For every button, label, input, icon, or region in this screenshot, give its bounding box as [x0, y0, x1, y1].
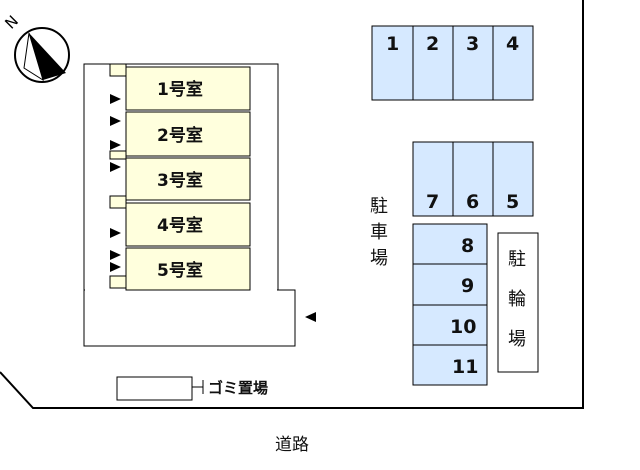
parking-space-2	[412, 25, 454, 101]
bicycle-parking-label-char: 輪	[508, 289, 526, 310]
room-2-label: 2号室	[157, 125, 203, 146]
parking-space-3	[452, 25, 494, 101]
parking-space-11-label: 11	[452, 356, 478, 378]
parking-space-10-label: 10	[450, 316, 476, 338]
parking-space-4	[492, 25, 534, 101]
building-lower-outline	[83, 289, 296, 347]
parking-space-10	[412, 304, 488, 346]
parking-space-6-label: 6	[466, 191, 479, 213]
parking-space-3-label: 3	[466, 33, 479, 55]
parking-space-5	[492, 141, 534, 217]
trash-area-box	[116, 376, 193, 401]
parking-space-2-label: 2	[426, 33, 439, 55]
parking-space-1-label: 1	[386, 33, 399, 55]
door-stub	[109, 63, 127, 77]
parking-label-char: 駐	[370, 196, 388, 217]
bicycle-parking-area	[497, 232, 539, 373]
north-arrow-compass-icon	[29, 33, 66, 80]
door-stub	[109, 195, 127, 209]
room-4	[125, 202, 251, 247]
room-4-label: 4号室	[157, 215, 203, 236]
entrance-arrow-icon	[110, 262, 121, 272]
room-5	[125, 247, 251, 291]
parking-space-4-label: 4	[506, 33, 519, 55]
room-3-label: 3号室	[157, 170, 203, 191]
entrance-arrow-icon	[110, 116, 121, 126]
side-entrance-arrow-icon	[305, 312, 316, 322]
parking-top-row: 1 2 3 4	[371, 25, 534, 101]
parking-space-9	[412, 263, 488, 306]
building: 1号室 2号室 3号室 4号室 5号室	[83, 63, 316, 347]
entrance-arrow-icon	[110, 162, 121, 172]
parking-space-8	[412, 223, 488, 265]
door-stub	[109, 275, 127, 289]
property-boundary	[0, 0, 584, 409]
entrance-arrow-icon	[110, 228, 121, 238]
parking-label-char: 車	[370, 222, 388, 243]
parking-space-6	[452, 141, 494, 217]
compass: N	[1, 12, 70, 83]
trash-label: ゴミ置場	[208, 379, 268, 397]
bicycle-parking: 駐 輪 場	[497, 232, 539, 373]
trash-area: ゴミ置場	[116, 376, 268, 401]
parking-middle-row: 7 6 5	[412, 141, 534, 217]
parking-space-8-label: 8	[461, 235, 474, 257]
entrance-arrow-icon	[110, 250, 121, 260]
bicycle-parking-label-char: 駐	[508, 249, 526, 270]
entrance-arrow-icon	[110, 94, 121, 104]
parking-space-11	[412, 344, 488, 386]
room-5-label: 5号室	[157, 260, 203, 281]
parking-right-column: 8 9 10 11	[412, 223, 488, 386]
room-2	[125, 111, 251, 157]
compass-north-label: N	[1, 12, 22, 33]
parking-label: 駐 車 場	[370, 196, 388, 269]
room-1-label: 1号室	[157, 79, 203, 100]
room-3	[125, 157, 251, 201]
room-1	[125, 66, 251, 111]
door-stub	[109, 150, 127, 160]
entrance-arrow-icon	[110, 140, 121, 150]
parking-space-9-label: 9	[461, 275, 474, 297]
parking-label-char: 場	[370, 248, 388, 269]
road-label: 道路	[275, 435, 309, 455]
parking-space-5-label: 5	[506, 191, 519, 213]
north-arrow-compass-icon-light	[23, 32, 44, 82]
parking-space-7	[412, 141, 454, 217]
bicycle-parking-label-char: 場	[508, 329, 526, 350]
parking-space-7-label: 7	[426, 191, 439, 213]
